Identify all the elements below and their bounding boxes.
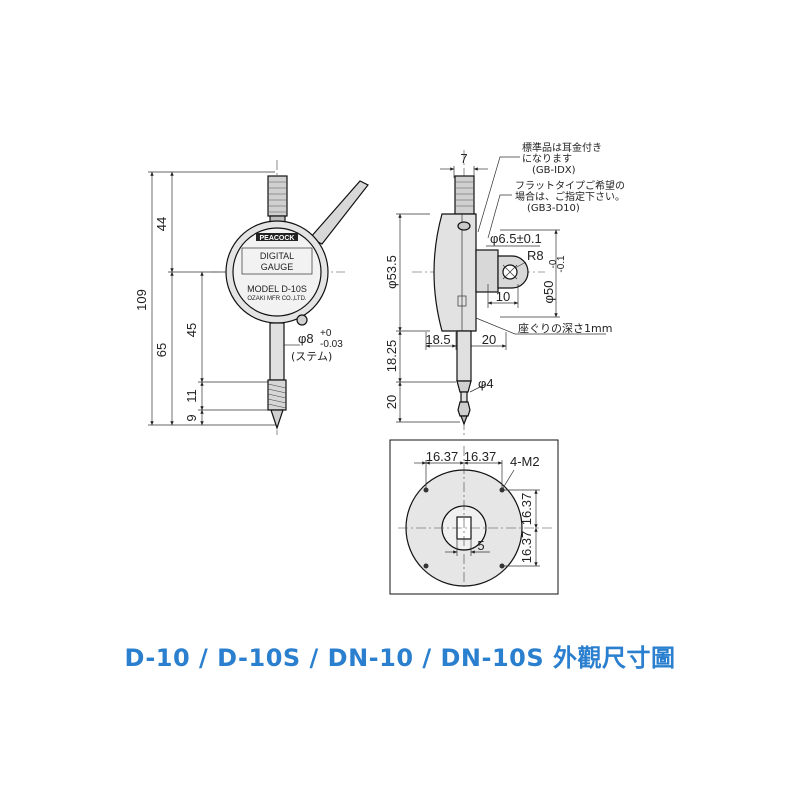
brand-text: PEACOCK [259,235,294,242]
lifting-lever [309,180,369,245]
dim-h1: 16.37 [426,449,459,464]
stem-label: (ステム) [291,350,332,363]
dim-50: φ50 [541,281,556,304]
dim-45: 45 [184,323,199,337]
caption: D-10 / D-10S / DN-10 / DN-10S 外觀尺寸圖 [124,644,676,672]
lcd-window [241,247,313,275]
back-lug [475,249,499,293]
dim-5: 5 [477,538,484,553]
face-maker: OZAKI MFR CO.,LTD. [247,296,307,302]
dim-65: 65 [154,343,169,357]
note2-line2: 場合は、ご指定下さい。 [515,190,625,203]
stem-dia: φ8 [298,331,314,346]
face-model: MODEL D-10S [247,284,307,294]
dim-r8: R8 [527,248,544,263]
dim-9: 9 [184,414,199,421]
dim-11: 11 [184,389,199,403]
side-view: 7 標準品は耳金付き になります (GB-IDX) フラットタイプご希望の 場合… [384,141,625,435]
side-stem [456,330,472,382]
face-line1: DIGITAL [260,251,294,261]
dim-v2: 16.37 [519,531,534,564]
stem-tol-upper: +0 [320,328,332,339]
side-button [296,314,308,326]
note1-line3: (GB-IDX) [532,165,576,176]
front-view: 44 109 65 45 11 9 PEACOCK DIGITAL GAUGE … [134,160,369,435]
note2-line3: (GB3-D10) [527,203,580,214]
contact-point [270,409,284,430]
gauge-face [232,227,322,317]
dim-10: 10 [496,289,510,304]
dim-h2: 16.37 [464,449,497,464]
dim-109: 109 [134,289,149,311]
dim-v1: 16.37 [519,493,534,526]
dim-18-25: 18.25 [384,340,399,373]
note1-line1: 標準品は耳金付き [522,141,602,154]
dim-50-tol-upper: -0 [548,259,559,268]
side-case [433,213,477,332]
counterbore-note: 座ぐりの深さ1mm [518,321,612,335]
dim-20-side: 20 [384,395,399,409]
stem-tol-lower: -0.03 [320,339,343,350]
note1-line2: になります [522,153,572,165]
dim-4: φ4 [478,376,494,391]
dim-44: 44 [154,217,169,231]
face-line2: GAUGE [261,262,294,272]
dim-50-tol-lower: -0.1 [556,255,567,273]
back-view: 16.37 16.37 4-M2 16.37 16.37 5 [389,439,559,595]
dim-6-5: φ6.5±0.1 [490,231,542,246]
stem [269,322,285,381]
brand-logo [256,233,298,241]
dim-20-top: 20 [482,332,496,347]
dim-53-5: φ53.5 [384,255,399,289]
back-view-frame [389,439,559,595]
holes-label: 4-M2 [510,454,540,469]
dim-18-5: 18.5 [425,332,450,347]
note2-line1: フラットタイプご希望の [515,179,625,192]
